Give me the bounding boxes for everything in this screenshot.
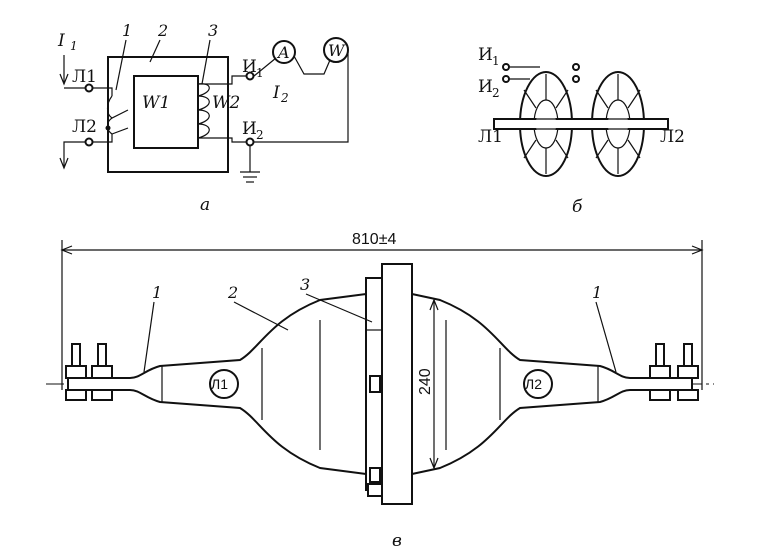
panel-b-toroids: И 1 И 2 Л1 Л2 б [478,45,685,217]
panel-c-outline: 810±4 240 Л1 Л2 [46,231,714,550]
terminal-I1 [245,71,255,81]
terminal-I1-label-b: И [478,45,493,65]
caption-c: в [392,531,402,550]
height-dimension: 240 [417,368,434,395]
label-num-1-left: 1 [152,283,162,302]
left-terminal-studs [65,343,113,401]
panel-a-schematic: I 1 Л1 W1 Л2 W2 1 2 3 И 1 [57,21,349,215]
marking-L2-circle [523,369,553,399]
length-dimension: 810±4 [352,231,396,248]
core-outer [107,56,229,173]
svg-text:Л2: Л2 [525,376,542,392]
svg-text:2: 2 [280,91,289,105]
primary-bus-bar [493,118,669,130]
label-num-2-c: 2 [227,283,238,302]
terminal-I1-label: И [242,57,257,77]
terminal-I2-label: И [242,119,257,139]
svg-text:1: 1 [70,39,78,53]
terminal-L1-label-b: Л1 [478,127,503,147]
svg-text:W: W [328,41,346,60]
secondary-winding [197,83,210,139]
label-num-2: 2 [157,21,168,40]
terminal-L2 [84,137,94,147]
label-num-1-right: 1 [592,283,602,302]
terminal-I2-label-b: И [478,77,493,97]
svg-text:Л1: Л1 [211,376,228,392]
ground-bolt [367,483,383,497]
label-num-3-c: 3 [300,275,310,294]
winding-W1-label: W1 [142,93,170,113]
svg-text:2: 2 [256,128,264,142]
svg-text:1: 1 [492,54,500,68]
terminal-L2-label: Л2 [72,117,97,137]
terminal-L1 [84,83,94,93]
terminal-I2 [245,137,255,147]
secondary-current-label: I [272,83,280,103]
core-window [133,75,199,149]
label-num-1: 1 [122,21,132,40]
svg-text:A: A [276,43,290,62]
central-flange [381,263,413,505]
winding-W2-label: W2 [212,93,240,113]
primary-winding [106,95,129,119]
marking-L1-circle [209,369,239,399]
caption-a: а [200,195,210,215]
ammeter [272,40,296,64]
terminal-L1-label: Л1 [72,67,97,87]
label-num-3: 3 [208,21,218,40]
svg-text:1: 1 [256,66,264,80]
terminal-L2-label-b: Л2 [660,127,685,147]
svg-text:2: 2 [492,86,500,100]
right-terminal-studs [649,343,699,401]
primary-current-label: I [57,31,65,51]
caption-b: б [572,197,583,217]
